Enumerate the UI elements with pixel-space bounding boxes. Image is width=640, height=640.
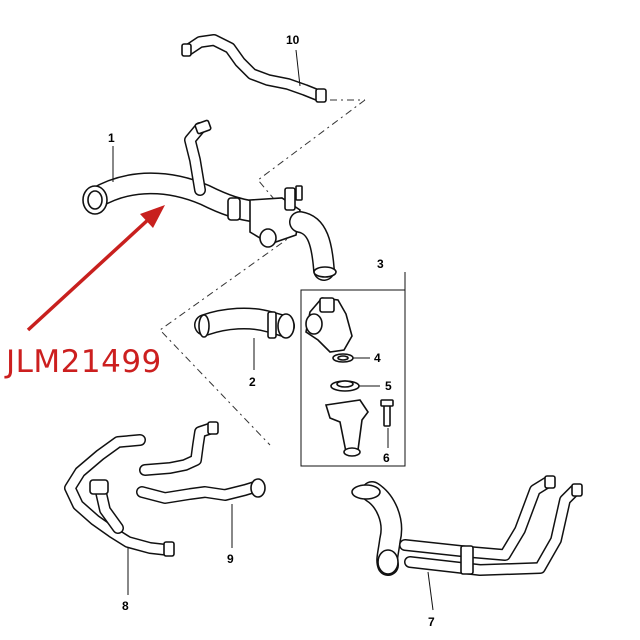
callout-10: 10 <box>286 33 300 47</box>
part-highlight-arrow <box>26 205 165 332</box>
callout-8: 8 <box>122 599 129 613</box>
part-8-hose <box>64 434 175 557</box>
callout-5: 5 <box>385 379 392 393</box>
callout-2: 2 <box>249 375 256 389</box>
callout-1: 1 <box>108 131 115 145</box>
part-2-hose <box>194 307 295 339</box>
part-3-thermostat-assembly <box>300 272 406 467</box>
callout-6: 6 <box>383 451 390 465</box>
callout-9: 9 <box>227 552 234 566</box>
part-7-lower-hose <box>351 475 583 576</box>
part-1-upper-hose <box>82 119 337 281</box>
callout-leaders <box>112 49 434 611</box>
callout-3: 3 <box>377 257 384 271</box>
callout-4: 4 <box>374 351 381 365</box>
callout-7: 7 <box>428 615 435 629</box>
part-10-hose <box>181 34 327 103</box>
part-number-label: JLM21499 <box>4 344 162 380</box>
part-9-hose <box>136 421 266 504</box>
